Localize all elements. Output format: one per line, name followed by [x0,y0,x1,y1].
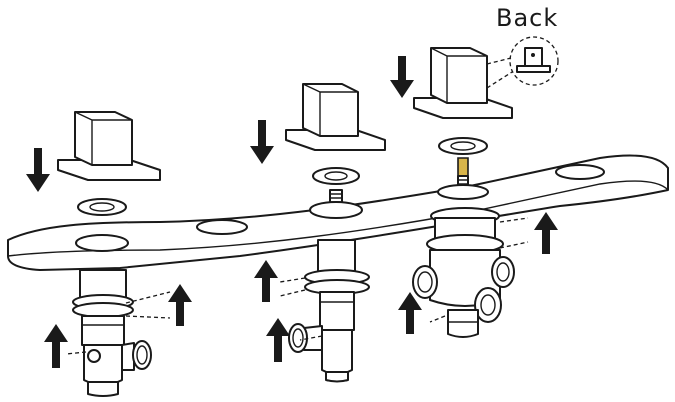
down-arrow-left [26,148,50,192]
down-arrow-middle [250,120,274,164]
down-arrow-right [390,56,414,98]
right-handle [413,47,513,119]
left-handle [57,111,161,181]
left-washer [77,198,127,216]
up-arrow-left-body [44,324,68,368]
back-callout-label: Back [496,4,559,32]
up-arrow-right-body [398,292,422,334]
middle-valve-body [288,239,370,383]
middle-washer [312,167,360,185]
up-arrow-right-washer [534,212,558,254]
left-valve-body [72,269,152,397]
up-arrow-middle-body [266,318,290,362]
right-washer [438,137,488,155]
middle-handle [285,83,386,151]
up-arrow-left-washer [168,284,192,326]
back-detail-callout [486,36,559,89]
up-arrow-middle-washer [254,260,278,302]
leader-lines [65,217,529,355]
right-valve-body [412,207,515,338]
deck-plate [7,154,669,271]
